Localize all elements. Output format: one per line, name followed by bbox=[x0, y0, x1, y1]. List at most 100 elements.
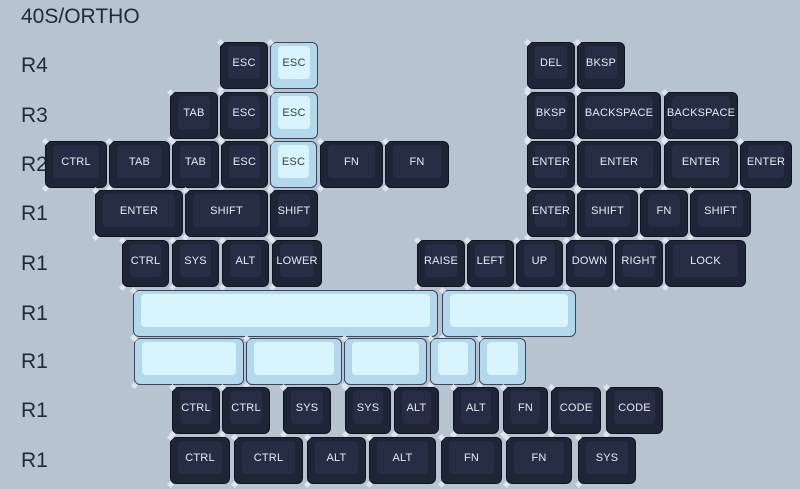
key-enter[interactable]: ENTER bbox=[740, 141, 792, 188]
key-shift[interactable]: SHIFT bbox=[270, 190, 318, 237]
key-alt[interactable]: ALT bbox=[394, 387, 439, 434]
key-fn[interactable]: FN bbox=[506, 437, 572, 484]
key-blank-spacebar[interactable] bbox=[344, 338, 427, 385]
key-blank-spacebar[interactable] bbox=[246, 338, 342, 385]
key-blank-spacebar[interactable] bbox=[430, 338, 476, 385]
keycap-face: CTRL bbox=[130, 244, 161, 277]
key-code[interactable]: CODE bbox=[606, 387, 663, 434]
key-alt[interactable]: ALT bbox=[222, 240, 269, 287]
key-sys[interactable]: SYS bbox=[345, 387, 391, 434]
keycap-face: CODE bbox=[559, 391, 593, 424]
key-raise[interactable]: RAISE bbox=[417, 240, 465, 287]
key-esc[interactable]: ESC bbox=[270, 42, 318, 89]
key-tab[interactable]: TAB bbox=[172, 141, 219, 188]
key-right[interactable]: RIGHT bbox=[615, 240, 663, 287]
key-up[interactable]: UP bbox=[516, 240, 563, 287]
keycap-face bbox=[487, 342, 518, 375]
key-alt[interactable]: ALT bbox=[307, 437, 366, 484]
keycap-face: SYS bbox=[291, 391, 323, 424]
kit-title: 40S/ORTHO bbox=[21, 5, 140, 28]
keycap-face: ESC bbox=[278, 46, 310, 79]
row-label-1: R3 bbox=[21, 104, 48, 127]
keycap-face: LEFT bbox=[475, 244, 506, 277]
row-label-6: R1 bbox=[21, 350, 48, 373]
keycap-face: FN bbox=[511, 391, 540, 424]
key-esc[interactable]: ESC bbox=[220, 92, 268, 139]
key-tab[interactable]: TAB bbox=[170, 92, 218, 139]
key-lower[interactable]: LOWER bbox=[272, 240, 322, 287]
keycap-face: FN bbox=[514, 441, 564, 474]
keycap-face: ENTER bbox=[672, 145, 730, 178]
key-ctrl[interactable]: CTRL bbox=[122, 240, 169, 287]
key-ctrl[interactable]: CTRL bbox=[45, 141, 107, 188]
keycap-face: CTRL bbox=[230, 391, 262, 424]
key-alt[interactable]: ALT bbox=[369, 437, 436, 484]
key-enter[interactable]: ENTER bbox=[527, 190, 575, 237]
row-label-8: R1 bbox=[21, 449, 48, 472]
keycap-face: SHIFT bbox=[193, 194, 260, 227]
key-enter[interactable]: ENTER bbox=[664, 141, 738, 188]
key-esc[interactable]: ESC bbox=[221, 141, 268, 188]
keycap-face: CTRL bbox=[178, 441, 222, 474]
keycap-face: ESC bbox=[278, 145, 309, 178]
key-esc[interactable]: ESC bbox=[220, 42, 268, 89]
key-bksp[interactable]: BKSP bbox=[577, 42, 625, 89]
keycap-face: BACKSPACE bbox=[667, 96, 735, 129]
key-alt[interactable]: ALT bbox=[453, 387, 499, 434]
keycap-face: CTRL bbox=[180, 391, 212, 424]
key-shift[interactable]: SHIFT bbox=[690, 190, 751, 237]
key-blank-spacebar[interactable] bbox=[479, 338, 526, 385]
key-ctrl[interactable]: CTRL bbox=[172, 387, 220, 434]
keycap-face: FN bbox=[393, 145, 441, 178]
key-ctrl[interactable]: CTRL bbox=[170, 437, 230, 484]
row-label-7: R1 bbox=[21, 399, 48, 422]
key-ctrl[interactable]: CTRL bbox=[222, 387, 270, 434]
keycap-face: ALT bbox=[402, 391, 431, 424]
key-ctrl[interactable]: CTRL bbox=[234, 437, 303, 484]
keycap-face: ALT bbox=[377, 441, 428, 474]
key-down[interactable]: DOWN bbox=[566, 240, 613, 287]
key-sys[interactable]: SYS bbox=[172, 240, 219, 287]
key-blank-spacebar[interactable] bbox=[442, 290, 576, 337]
key-code[interactable]: CODE bbox=[551, 387, 601, 434]
keycap-face: SHIFT bbox=[278, 194, 310, 227]
key-lock[interactable]: LOCK bbox=[665, 240, 746, 287]
key-del[interactable]: DEL bbox=[527, 42, 575, 89]
key-enter[interactable]: ENTER bbox=[95, 190, 183, 237]
key-enter[interactable]: ENTER bbox=[577, 141, 661, 188]
key-sys[interactable]: SYS bbox=[283, 387, 331, 434]
key-bksp[interactable]: BKSP bbox=[527, 92, 575, 139]
key-shift[interactable]: SHIFT bbox=[577, 190, 638, 237]
key-fn[interactable]: FN bbox=[320, 141, 383, 188]
keycap-face: SYS bbox=[586, 441, 628, 474]
keycap-face: BACKSPACE bbox=[585, 96, 653, 129]
key-fn[interactable]: FN bbox=[385, 141, 449, 188]
key-esc[interactable]: ESC bbox=[270, 141, 317, 188]
keycap-face: ESC bbox=[229, 145, 260, 178]
keycap-face: ESC bbox=[228, 96, 260, 129]
row-label-0: R4 bbox=[21, 54, 48, 77]
keycap-face: LOCK bbox=[673, 244, 738, 277]
keycap-face: FN bbox=[648, 194, 680, 227]
keycap-face bbox=[254, 342, 334, 375]
keycap-face: ENTER bbox=[532, 145, 570, 178]
key-blank-spacebar[interactable] bbox=[134, 338, 244, 385]
key-enter[interactable]: ENTER bbox=[527, 141, 575, 188]
key-left[interactable]: LEFT bbox=[467, 240, 514, 287]
keycap-face: RIGHT bbox=[621, 244, 656, 277]
row-label-4: R1 bbox=[21, 252, 48, 275]
key-backspace[interactable]: BACKSPACE bbox=[577, 92, 661, 139]
key-tab[interactable]: TAB bbox=[109, 141, 170, 188]
row-label-2: R2 bbox=[21, 153, 48, 176]
key-sys[interactable]: SYS bbox=[578, 437, 636, 484]
key-shift[interactable]: SHIFT bbox=[185, 190, 268, 237]
keycap-face: ENTER bbox=[103, 194, 175, 227]
row-label-5: R1 bbox=[21, 302, 48, 325]
key-blank-spacebar[interactable] bbox=[133, 290, 438, 337]
key-fn[interactable]: FN bbox=[640, 190, 688, 237]
key-fn[interactable]: FN bbox=[441, 437, 502, 484]
keycap-face bbox=[142, 342, 236, 375]
key-backspace[interactable]: BACKSPACE bbox=[664, 92, 738, 139]
key-fn[interactable]: FN bbox=[503, 387, 548, 434]
key-esc[interactable]: ESC bbox=[270, 92, 318, 139]
